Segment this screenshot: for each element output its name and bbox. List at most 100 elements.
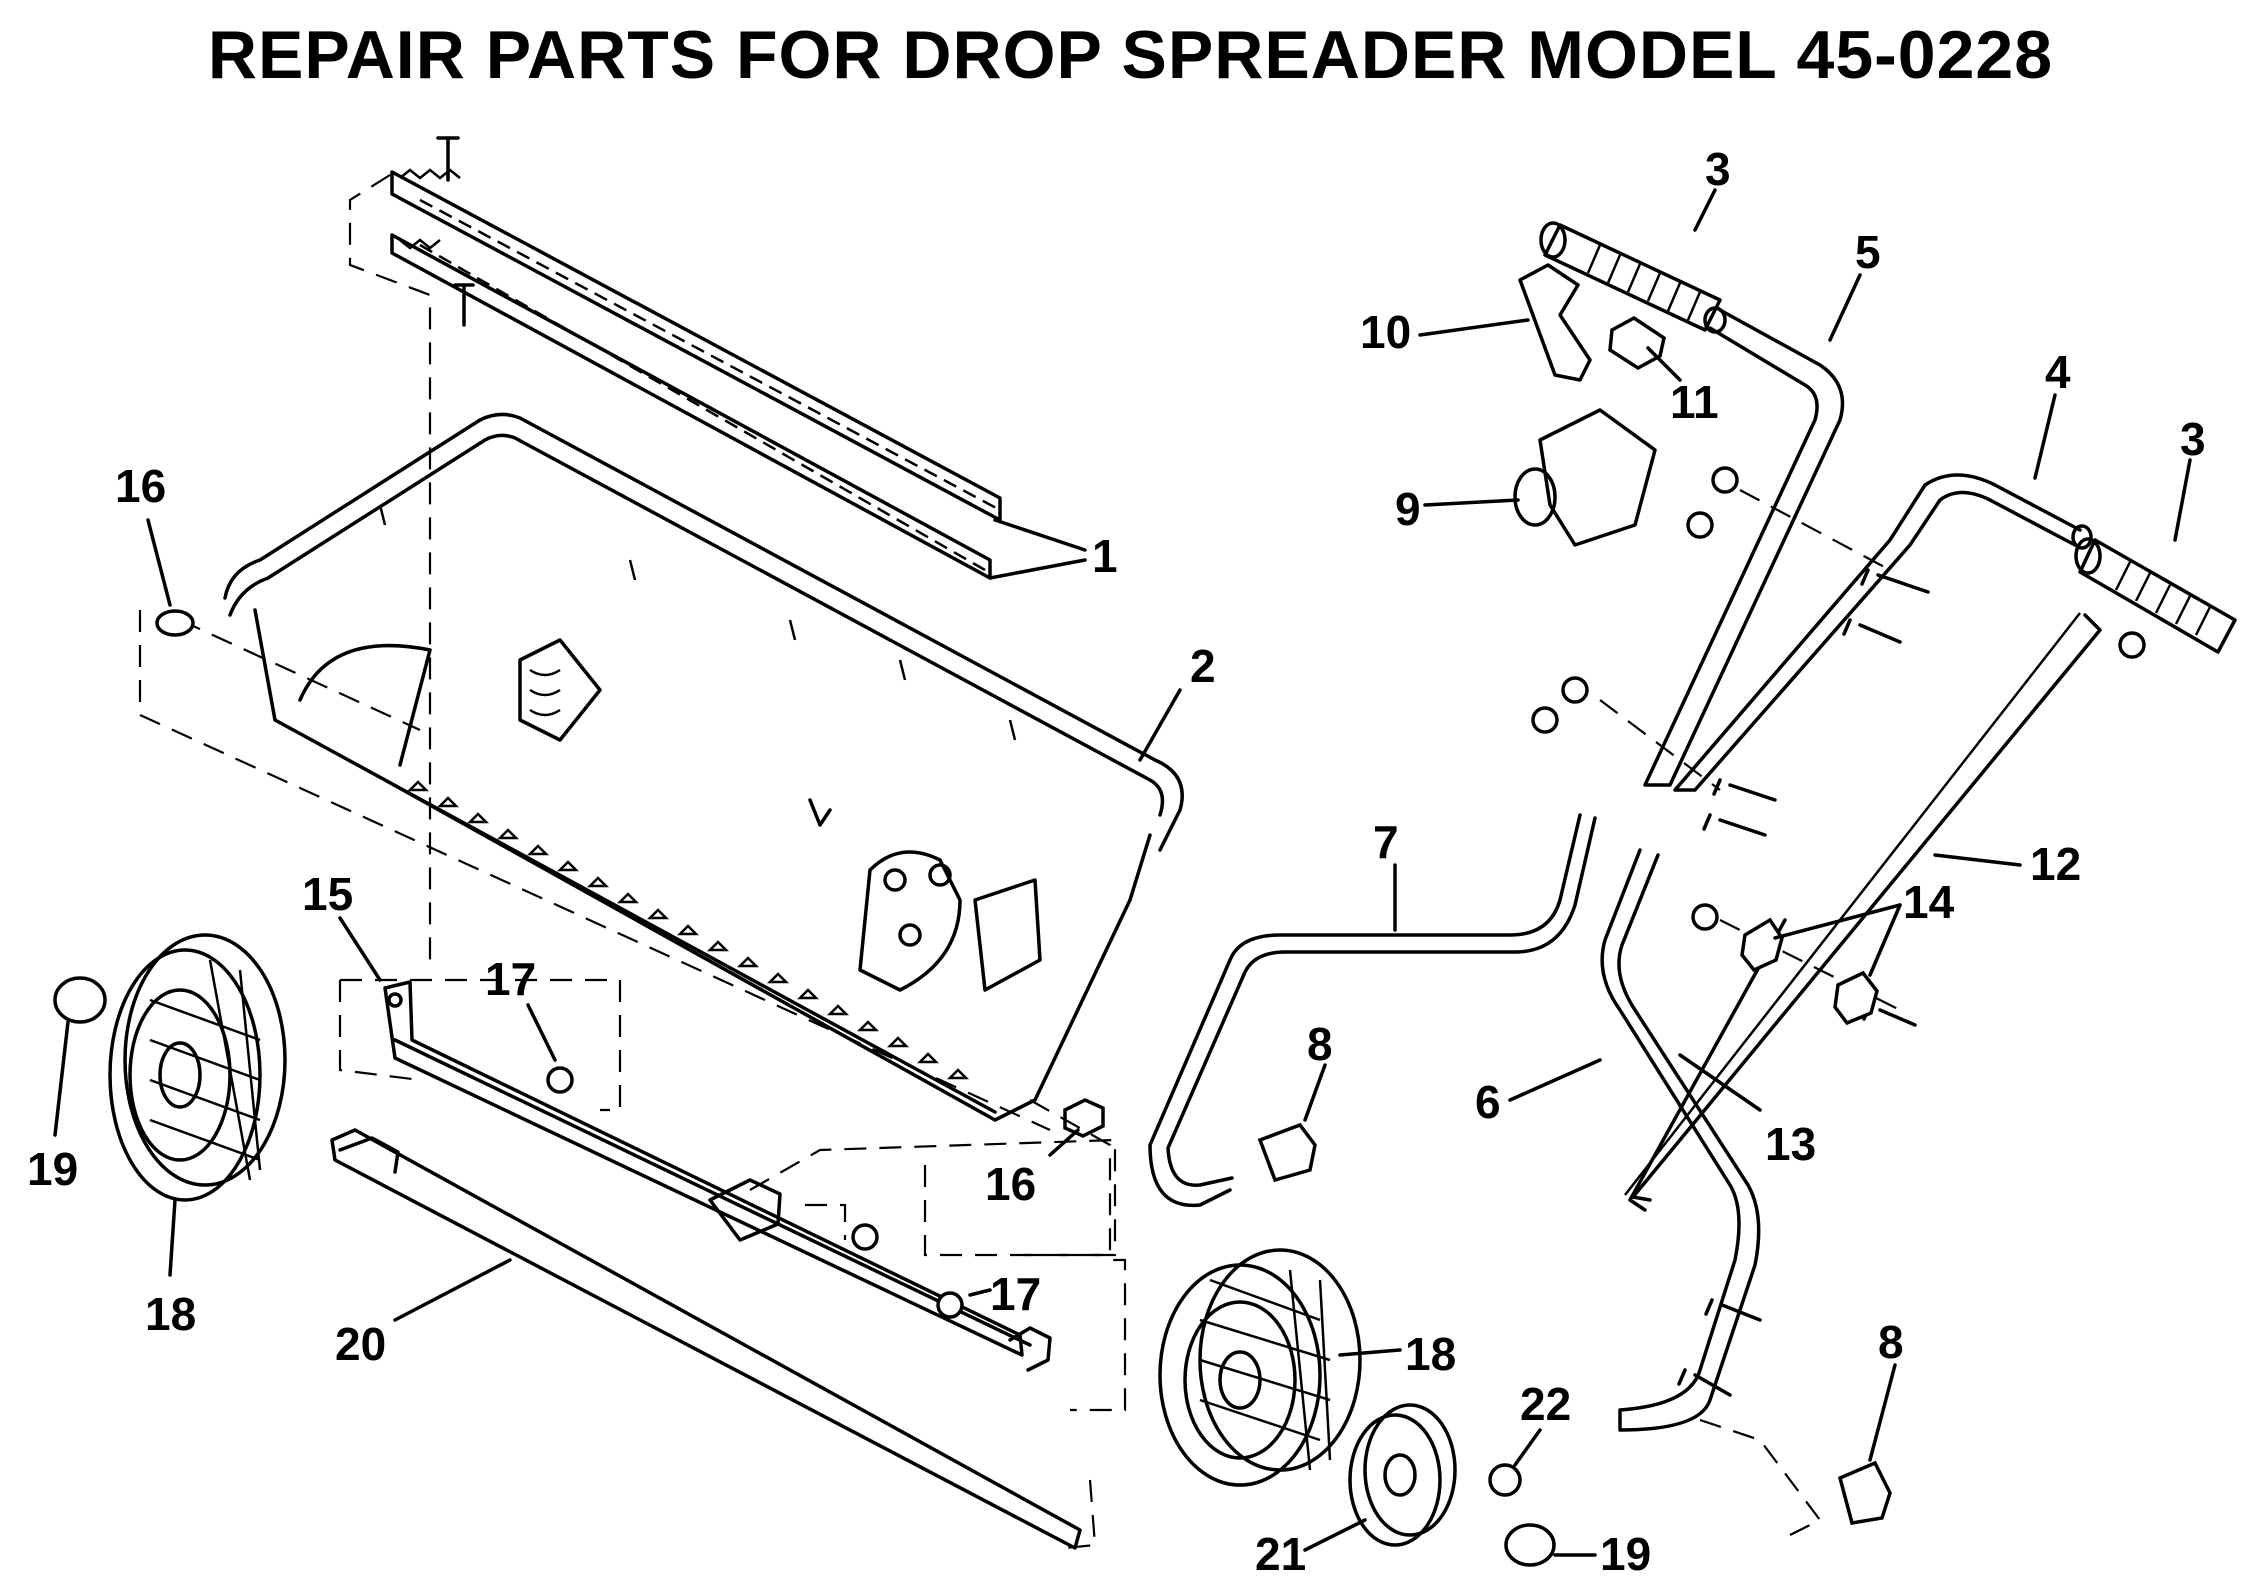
part-3-grip-left <box>1539 221 1722 332</box>
assembly-line <box>1064 1479 1097 1550</box>
leader-17b <box>968 1288 992 1297</box>
leader-14a <box>1773 903 1902 940</box>
leader-1a <box>993 518 1087 552</box>
callout-11: 11 <box>1670 376 1719 428</box>
hopper-openings <box>406 780 970 1080</box>
callout-2: 2 <box>1190 640 1216 692</box>
leader-9 <box>1423 498 1520 507</box>
part-19-cap-right <box>1504 1523 1556 1567</box>
assembly-line <box>338 980 421 1082</box>
leader-4 <box>2033 393 2057 480</box>
nut-center <box>851 1223 879 1251</box>
part-17-nut-upper <box>546 1066 574 1094</box>
assembly-line <box>923 1165 1115 1257</box>
callout-labels: 1 2 3 3 4 5 6 7 8 8 9 10 11 12 13 14 15 … <box>27 143 2206 1580</box>
part-18-wheel-right <box>1158 1248 1362 1487</box>
callout-22: 22 <box>1520 1378 1571 1430</box>
part-16-bushing-right <box>1063 1098 1105 1138</box>
leader-11 <box>1646 346 1682 382</box>
leader-20 <box>393 1258 512 1322</box>
callout-3-right: 3 <box>2180 413 2206 465</box>
leader-22 <box>1513 1428 1542 1467</box>
callout-9: 9 <box>1395 483 1421 535</box>
part-8-cap-right <box>1837 1460 1892 1525</box>
callout-1: 1 <box>1092 530 1118 582</box>
diagram-title: REPAIR PARTS FOR DROP SPREADER MODEL 45-… <box>207 17 2054 93</box>
callout-16-right: 16 <box>985 1158 1036 1210</box>
leader-10 <box>1418 318 1530 337</box>
leader-8b <box>1868 1363 1897 1462</box>
assembly-line <box>1739 489 1891 571</box>
part-6-lower-handle <box>1600 848 1761 1432</box>
leader-17a <box>526 1003 557 1062</box>
leader-18b <box>1338 1348 1402 1357</box>
callout-18-left: 18 <box>145 1288 196 1340</box>
part-22-nut <box>1488 1463 1522 1497</box>
part-17-nut-lower <box>936 1291 964 1319</box>
assembly-line <box>138 610 1051 1132</box>
callout-17-upper: 17 <box>485 953 536 1005</box>
callout-8-right: 8 <box>1878 1316 1904 1368</box>
part-7-lower-handle <box>1148 813 1597 1208</box>
handle-hardware <box>1531 466 2146 1397</box>
leader-3a <box>1693 188 1717 232</box>
leader-13 <box>1678 1053 1762 1112</box>
callout-8-left: 8 <box>1307 1018 1333 1070</box>
part-18-wheel-left <box>108 933 287 1202</box>
leader-14b <box>1868 903 1902 977</box>
part-11-spacer <box>1608 315 1666 371</box>
leader-12 <box>1933 853 2022 867</box>
callout-12: 12 <box>2030 838 2081 890</box>
leader-8a <box>1303 1063 1327 1122</box>
callout-16-left: 16 <box>115 460 166 512</box>
leader-6 <box>1508 1058 1602 1102</box>
assembly-line <box>179 619 421 731</box>
callout-20: 20 <box>335 1318 386 1370</box>
part-8-cap-left <box>1257 1122 1317 1183</box>
leader-16b <box>1048 1128 1080 1157</box>
callout-13: 13 <box>1765 1118 1816 1170</box>
part-4-upper-handle <box>1673 473 2093 792</box>
assembly-line <box>1699 1418 1822 1536</box>
callout-19-left: 19 <box>27 1143 78 1195</box>
part-9-control-bracket <box>1513 408 1657 547</box>
callout-10: 10 <box>1360 306 1411 358</box>
part-10-bracket <box>1518 263 1592 382</box>
callout-19-right: 19 <box>1600 1528 1651 1580</box>
leader-16a <box>146 518 172 607</box>
part-2-hopper <box>223 412 1184 1122</box>
part-15-bracket <box>383 980 1052 1372</box>
leader-15 <box>338 916 382 982</box>
callout-6: 6 <box>1475 1076 1501 1128</box>
leader-3b <box>2173 458 2192 542</box>
callout-7: 7 <box>1373 816 1399 868</box>
callout-4: 4 <box>2045 346 2071 398</box>
leader-5 <box>1828 273 1862 342</box>
assembly-line <box>749 1138 1117 1257</box>
assembly-line <box>1029 1099 1127 1412</box>
callout-17-lower: 17 <box>990 1268 1041 1320</box>
callout-14: 14 <box>1903 876 1955 928</box>
leader-21 <box>1303 1518 1367 1552</box>
part-13-rod <box>1628 918 1787 1212</box>
part-3-grip-right <box>2074 537 2237 654</box>
part-21-hub <box>1348 1403 1457 1547</box>
assembly-line <box>340 978 622 1112</box>
callout-18-right: 18 <box>1405 1328 1456 1380</box>
callout-3-left: 3 <box>1705 143 1731 195</box>
callout-15: 15 <box>302 868 353 920</box>
callout-21: 21 <box>1255 1528 1306 1580</box>
assembly-line <box>1599 699 1721 791</box>
leader-19a <box>53 1020 70 1137</box>
leader-18a <box>168 1198 177 1277</box>
part-16-grommet-left <box>155 609 195 637</box>
leader-1b <box>988 558 1087 580</box>
assembly-line <box>805 1203 847 1240</box>
assembly-line <box>348 174 432 960</box>
callout-5: 5 <box>1855 226 1881 278</box>
part-19-hubcap-left <box>53 976 107 1024</box>
part-14-brackets <box>1740 917 1879 1026</box>
leader-2 <box>1138 688 1182 762</box>
part-20-axle <box>330 1128 1082 1550</box>
